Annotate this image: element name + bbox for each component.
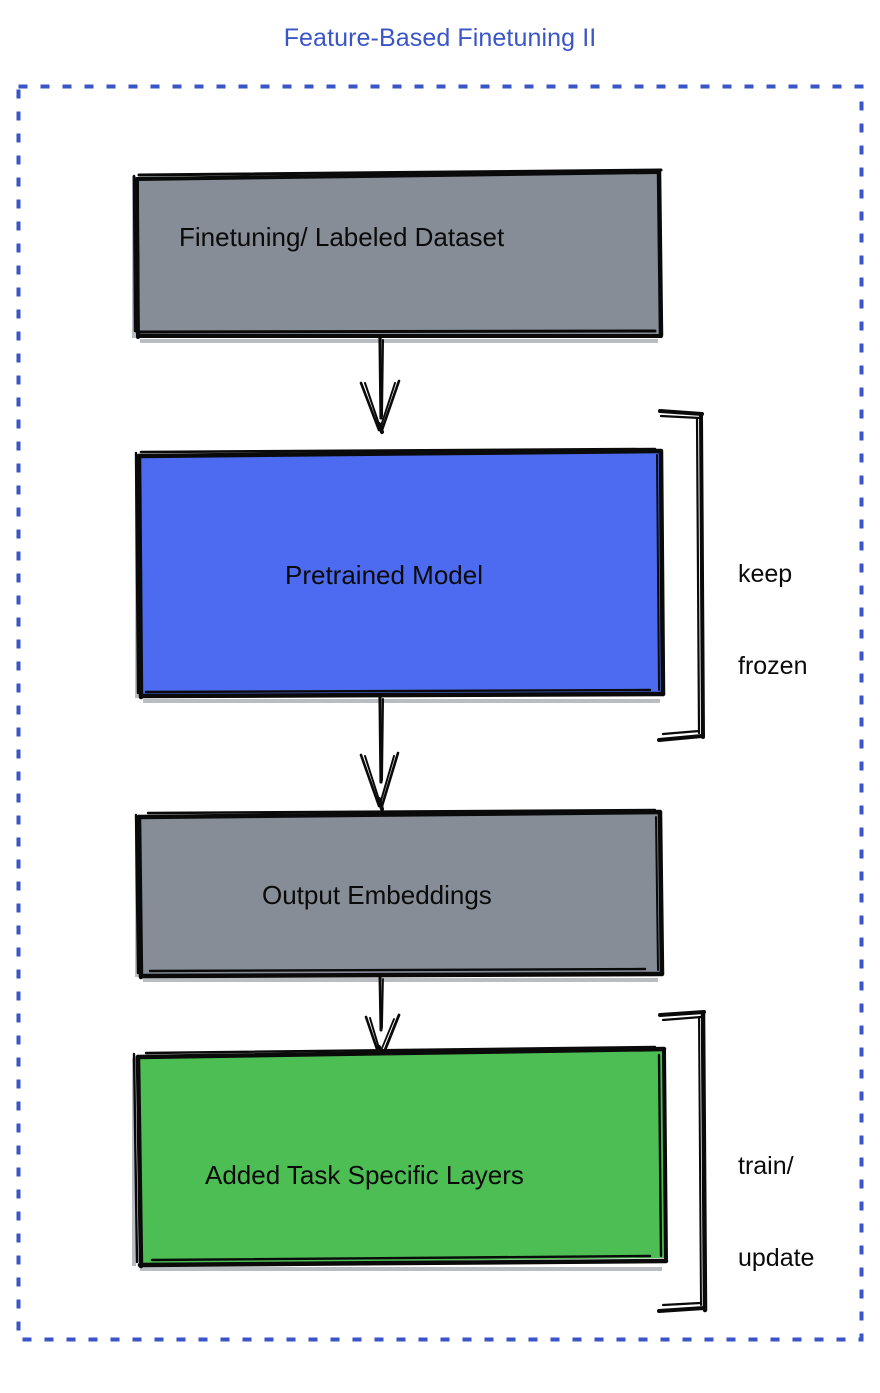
node-tasklayers[interactable] [132, 1045, 669, 1271]
outer-dashed-frame [16, 84, 864, 1342]
edge-3-arrow [364, 975, 401, 1059]
annotation-keep-frozen: keep frozen [738, 498, 807, 742]
edge-2-arrow [359, 695, 400, 811]
annotation-train-update: train/ update [738, 1090, 814, 1334]
node-embeddings[interactable] [134, 808, 665, 982]
annotation-keep-frozen-line2: frozen [738, 651, 808, 680]
page-title: Feature-Based Finetuning II [283, 24, 597, 52]
node-label-dataset: Finetuning/ Labeled Dataset [179, 222, 505, 252]
node-label-embeddings: Output Embeddings [262, 880, 492, 910]
node-pretrained[interactable] [134, 447, 666, 703]
node-dataset[interactable] [132, 168, 664, 343]
node-label-tasklayers: Added Task Specific Layers [205, 1160, 524, 1190]
annotation-train-update-line1: train/ [738, 1152, 794, 1180]
edge-1-arrow [359, 336, 401, 434]
annotation-train-update-line2: update [738, 1243, 815, 1272]
bracket-train-update [657, 1010, 708, 1313]
bracket-keep-frozen [657, 409, 705, 742]
annotation-keep-frozen-line1: keep [738, 560, 793, 588]
node-label-pretrained: Pretrained Model [285, 560, 483, 590]
